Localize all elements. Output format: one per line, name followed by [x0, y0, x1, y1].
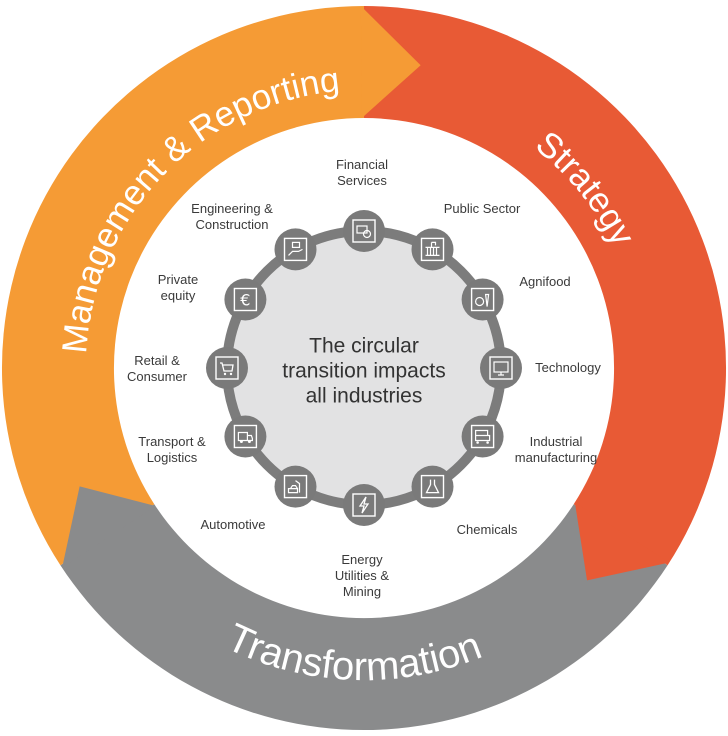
- industry-label-line: Mining: [342, 584, 382, 599]
- strategy-arrow-body: [364, 5, 727, 566]
- management-arrow-head: [360, 6, 421, 119]
- transformation-arrow-head: [62, 486, 156, 568]
- industry-label-line: Private: [157, 272, 199, 287]
- apple-carrot-icon: [470, 287, 495, 312]
- industry-label-line: manufacturing: [514, 450, 598, 465]
- industry-label: Public Sector: [444, 201, 521, 217]
- strategy-arrow-head: [574, 502, 670, 581]
- industry-label: Engineering &Construction: [191, 201, 273, 233]
- management-arrow-body: [1, 6, 364, 566]
- euro-icon: €: [233, 287, 258, 312]
- industry-node: [206, 347, 248, 389]
- industry-label-line: Automotive: [200, 517, 266, 532]
- industry-label-line: Engineering &: [191, 201, 273, 216]
- computer-monitor-icon: [489, 356, 513, 380]
- industry-label-line: Public Sector: [443, 201, 521, 216]
- industry-node-circle: [343, 210, 385, 252]
- industry-label-line: Technology: [535, 360, 601, 375]
- lightning-icon: [352, 493, 376, 517]
- industry-label-line: Transport &: [138, 434, 206, 449]
- center-title-line: The circular: [309, 334, 419, 358]
- industry-label-line: equity: [160, 288, 196, 303]
- industry-node-circle: [343, 484, 385, 526]
- hand-briefcase-icon: [283, 237, 308, 262]
- industry-label: Automotive: [200, 517, 265, 533]
- industry-node: [343, 484, 385, 526]
- industry-node: [480, 347, 522, 389]
- industry-label-line: Financial: [335, 157, 389, 172]
- industry-node: [461, 415, 504, 458]
- industry-label-line: Industrial: [529, 434, 583, 449]
- industry-label: Chemicals: [457, 522, 518, 538]
- industry-node-circle: [411, 228, 454, 271]
- industry-node-circle: [461, 415, 504, 458]
- shopping-cart-icon: [215, 356, 239, 380]
- industry-label: Transport &Logistics: [138, 434, 205, 466]
- car-robot-arm-icon: [283, 474, 308, 499]
- delivery-truck-icon: [233, 424, 258, 449]
- center-title-line: all industries: [305, 384, 423, 408]
- industry-node-circle: [480, 347, 522, 389]
- industry-label-line: Construction: [195, 217, 269, 232]
- center-title-line: transition impacts: [282, 359, 446, 383]
- transformation-arrow-body: [60, 504, 668, 731]
- industry-label: Retail &Consumer: [127, 353, 187, 385]
- svg-text:€: €: [240, 291, 250, 310]
- industry-label: Technology: [535, 360, 601, 376]
- industry-node-circle: [274, 228, 317, 271]
- industry-node: [274, 465, 317, 508]
- industry-label-line: Utilities &: [334, 568, 390, 583]
- industry-label-line: Consumer: [127, 369, 187, 384]
- industry-node: €: [224, 278, 267, 321]
- government-building-icon: [420, 237, 445, 262]
- industry-label-line: Energy: [341, 552, 383, 567]
- industry-node: [411, 465, 454, 508]
- industry-node: [274, 228, 317, 271]
- industry-label-line: Chemicals: [456, 522, 518, 537]
- banknotes-coins-icon: [352, 219, 376, 243]
- flask-icon: [420, 474, 445, 499]
- industry-node-circle: [206, 347, 248, 389]
- industry-label: Agnifood: [519, 274, 570, 290]
- industry-node: [411, 228, 454, 271]
- industry-label-line: Agnifood: [519, 274, 571, 289]
- industry-node: [343, 210, 385, 252]
- industry-node: [461, 278, 504, 321]
- center-title: The circular transition impacts all indu…: [254, 334, 474, 409]
- industry-node: [224, 415, 267, 458]
- industry-node-circle: [224, 415, 267, 458]
- industry-label-line: Logistics: [146, 450, 198, 465]
- industry-label-line: Retail &: [134, 353, 180, 368]
- factory-cart-icon: [470, 424, 495, 449]
- industry-node-circle: [411, 465, 454, 508]
- industry-label-line: Services: [337, 173, 387, 188]
